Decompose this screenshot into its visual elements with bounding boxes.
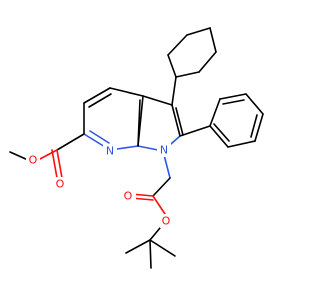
pyrrole-nitrogen-label: N <box>160 144 168 157</box>
cyclohexyl-ring <box>167 27 217 106</box>
ester-oxygen-double-label: O <box>56 178 65 191</box>
tert-butyl-acetate-chain <box>125 150 176 269</box>
tert-butyl-ether-oxygen-label: O <box>162 215 171 228</box>
pyridine-nitrogen-label: N <box>106 145 114 158</box>
ester-oxygen-single-label: O <box>29 154 38 167</box>
structure-drawing: O O N N O O <box>9 27 264 269</box>
ester-carbonyl-oxygen-label: O <box>124 190 133 203</box>
pyridine-ring <box>83 87 144 151</box>
methyl-ester <box>9 133 85 179</box>
phenyl-ring <box>179 93 264 148</box>
atom-labels: O O N N O O <box>26 143 174 228</box>
